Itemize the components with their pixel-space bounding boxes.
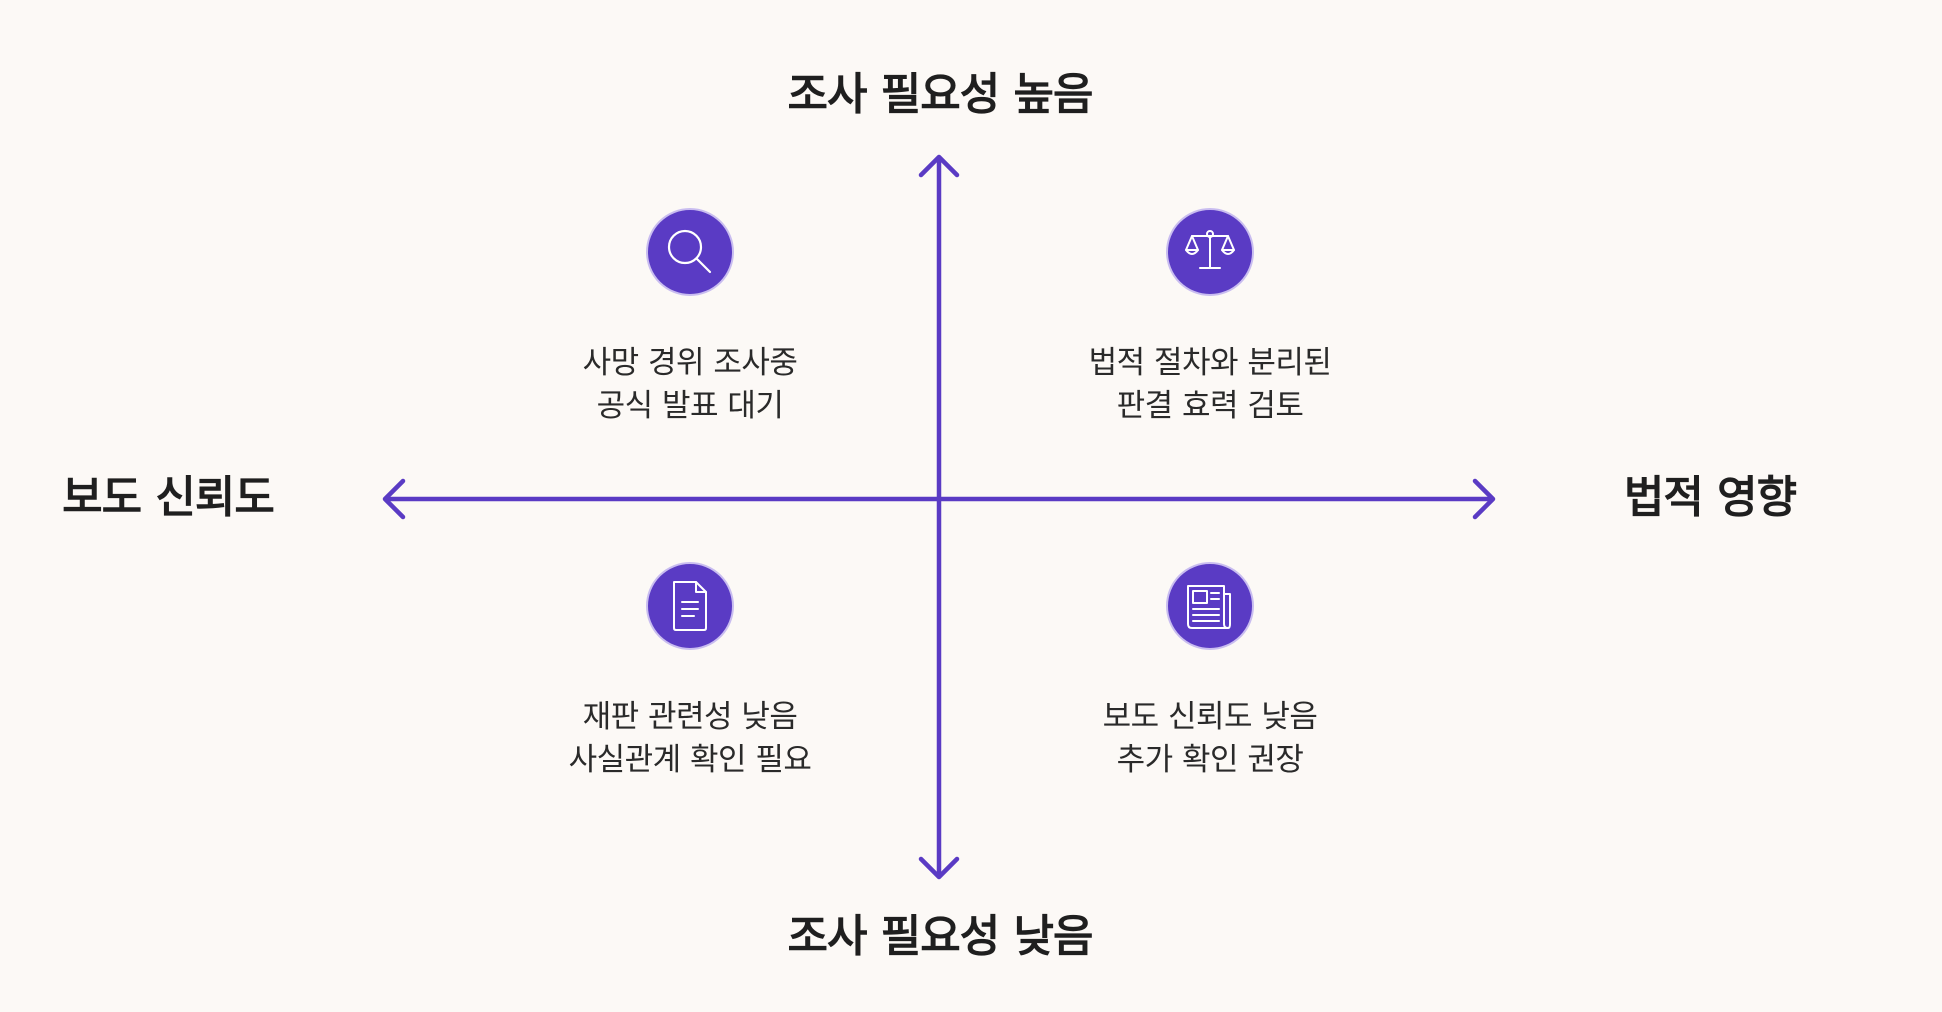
quadrant-line: 추가 확인 권장 <box>1116 742 1304 778</box>
magnifier-icon <box>646 208 734 296</box>
quadrant-line: 사실관계 확인 필요 <box>568 742 812 778</box>
quadrant-line: 공식 발표 대기 <box>596 388 784 424</box>
quadrant-text: 재판 관련성 낮음 사실관계 확인 필요 <box>520 696 860 782</box>
axis-label-top: 조사 필요성 높음 <box>787 69 1094 120</box>
quadrant-line: 판결 효력 검토 <box>1116 388 1304 424</box>
quadrant-top-right: 법적 절차와 분리된 판결 효력 검토 <box>1040 208 1380 428</box>
quadrant-text: 사망 경위 조사중 공식 발표 대기 <box>520 342 860 428</box>
quadrant-line: 사망 경위 조사중 <box>582 345 798 381</box>
arrow-down-head <box>918 856 960 880</box>
axis-label-bottom: 조사 필요성 낮음 <box>787 911 1094 962</box>
quadrant-text: 보도 신뢰도 낮음 추가 확인 권장 <box>1040 696 1380 782</box>
arrow-right-head <box>1472 478 1496 520</box>
quadrant-line: 보도 신뢰도 낮음 <box>1102 699 1318 735</box>
quadrant-line: 법적 절차와 분리된 <box>1088 345 1332 381</box>
newspaper-icon <box>1166 562 1254 650</box>
arrow-up-head <box>918 154 960 178</box>
axis-label-left: 보도 신뢰도 <box>62 472 275 523</box>
quadrant-bottom-right: 보도 신뢰도 낮음 추가 확인 권장 <box>1040 562 1380 782</box>
document-icon <box>646 562 734 650</box>
quadrant-bottom-left: 재판 관련성 낮음 사실관계 확인 필요 <box>520 562 860 782</box>
arrow-left-head <box>382 478 406 520</box>
axis-label-right: 법적 영향 <box>1623 472 1797 523</box>
quadrant-line: 재판 관련성 낮음 <box>582 699 798 735</box>
quadrant-text: 법적 절차와 분리된 판결 효력 검토 <box>1040 342 1380 428</box>
scales-icon <box>1166 208 1254 296</box>
quadrant-top-left: 사망 경위 조사중 공식 발표 대기 <box>520 208 860 428</box>
